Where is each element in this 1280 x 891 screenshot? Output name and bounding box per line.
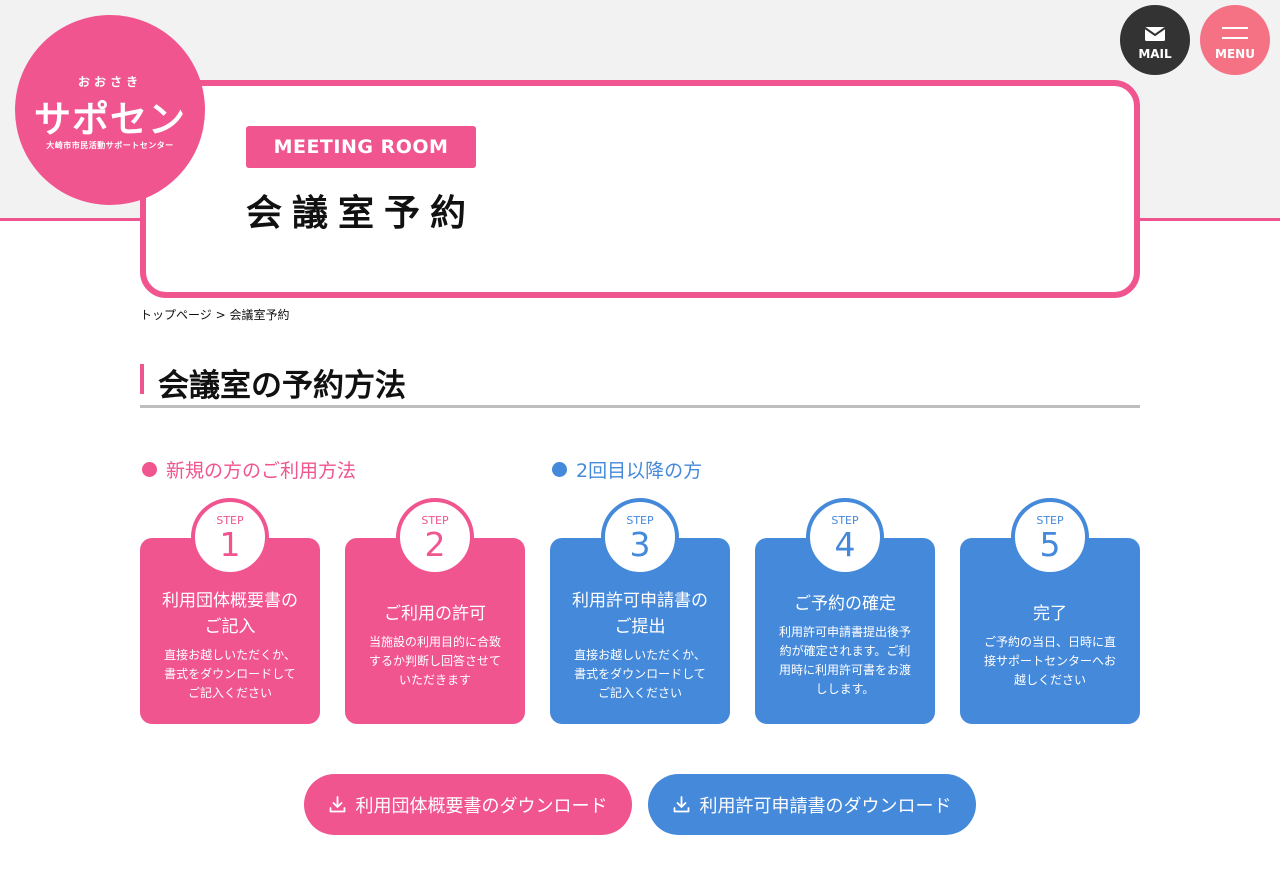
download-icon bbox=[673, 796, 689, 813]
breadcrumb: トップページ > 会議室予約 bbox=[140, 306, 290, 323]
logo-small-text: おおさき bbox=[77, 75, 142, 89]
step-word: STEP bbox=[626, 514, 654, 527]
step-circle: STEP 2 bbox=[396, 498, 474, 576]
logo-main-text: サポセン bbox=[34, 98, 186, 141]
site-logo[interactable]: おおさき サポセン 大崎市市民活動サポートセンター bbox=[15, 15, 205, 205]
mail-button[interactable]: MAIL bbox=[1120, 5, 1190, 75]
group-label-new-text: 新規の方のご利用方法 bbox=[166, 460, 357, 482]
pink-dot-icon bbox=[142, 462, 157, 477]
breadcrumb-separator: > bbox=[215, 308, 226, 322]
download-permit-application-label: 利用許可申請書のダウンロード bbox=[699, 795, 952, 817]
step-card-5: STEP 5 完了 ご予約の当日、日時に直 接サポートセンターへお 越しください bbox=[960, 498, 1140, 724]
step-word: STEP bbox=[831, 514, 859, 527]
group-label-new: 新規の方のご利用方法 bbox=[142, 456, 356, 483]
step-description: 直接お越しいただくか、 書式をダウンロードして ご記入ください bbox=[164, 647, 296, 700]
step-word: STEP bbox=[421, 514, 449, 527]
step-number: 5 bbox=[1039, 525, 1061, 564]
breadcrumb-current: 会議室予約 bbox=[229, 308, 290, 322]
logo-sub-text: 大崎市市民活動サポートセンター bbox=[46, 141, 174, 150]
step-number: 1 bbox=[219, 525, 241, 564]
section-heading: 会議室の予約方法 bbox=[140, 362, 1140, 408]
step-title: ご予約の確定 bbox=[794, 594, 896, 614]
step-number: 3 bbox=[629, 525, 651, 564]
step-circle: STEP 1 bbox=[191, 498, 269, 576]
step-number: 4 bbox=[834, 525, 856, 564]
step-description: ご予約の当日、日時に直 接サポートセンターへお 越しください bbox=[983, 634, 1116, 687]
download-icon bbox=[329, 796, 345, 813]
step-circle: STEP 3 bbox=[601, 498, 679, 576]
hero-badge: MEETING ROOM bbox=[246, 126, 476, 168]
step-title: 利用団体概要書の ご記入 bbox=[162, 590, 298, 637]
group-label-repeat-text: 2回目以降の方 bbox=[576, 460, 703, 482]
step-title: 完了 bbox=[1033, 603, 1067, 624]
step-card-4: STEP 4 ご予約の確定 利用許可申請書提出後予 約が確定されます。ご利 用時… bbox=[755, 498, 935, 724]
step-title: ご利用の許可 bbox=[384, 603, 486, 624]
step-card-2: STEP 2 ご利用の許可 当施設の利用目的に合致 するか判断し回答させて いた… bbox=[345, 498, 525, 724]
download-permit-application-button[interactable]: 利用許可申請書のダウンロード bbox=[648, 774, 976, 835]
group-label-repeat: 2回目以降の方 bbox=[552, 456, 702, 483]
hamburger-icon bbox=[1222, 27, 1248, 47]
page-title: 会議室予約 bbox=[246, 193, 477, 234]
hero-title-card: MEETING ROOM 会議室予約 bbox=[140, 80, 1140, 298]
blue-dot-icon bbox=[552, 462, 567, 477]
step-word: STEP bbox=[1036, 514, 1064, 527]
download-group-overview-button[interactable]: 利用団体概要書のダウンロード bbox=[304, 774, 632, 835]
step-circle: STEP 5 bbox=[1011, 498, 1089, 576]
step-description: 直接お越しいただくか、 書式をダウンロードして ご記入ください bbox=[574, 647, 706, 700]
menu-button-label: MENU bbox=[1215, 47, 1255, 61]
step-word: STEP bbox=[216, 514, 244, 527]
step-card-1: STEP 1 利用団体概要書の ご記入 直接お越しいただくか、 書式をダウンロー… bbox=[140, 498, 320, 724]
step-description: 当施設の利用目的に合致 するか判断し回答させて いただきます bbox=[368, 634, 501, 687]
step-title: 利用許可申請書の ご提出 bbox=[572, 590, 708, 637]
section-heading-text: 会議室の予約方法 bbox=[158, 368, 406, 404]
step-circle: STEP 4 bbox=[806, 498, 884, 576]
menu-button[interactable]: MENU bbox=[1200, 5, 1270, 75]
mail-button-label: MAIL bbox=[1138, 47, 1172, 61]
step-description: 利用許可申請書提出後予 約が確定されます。ご利 用時に利用許可書をお渡 しします… bbox=[778, 625, 911, 696]
step-number: 2 bbox=[424, 525, 446, 564]
envelope-icon bbox=[1145, 27, 1165, 41]
heading-accent-bar bbox=[140, 364, 144, 394]
download-group-overview-label: 利用団体概要書のダウンロード bbox=[355, 795, 608, 817]
breadcrumb-home-link[interactable]: トップページ bbox=[140, 308, 212, 322]
step-card-3: STEP 3 利用許可申請書の ご提出 直接お越しいただくか、 書式をダウンロー… bbox=[550, 498, 730, 724]
